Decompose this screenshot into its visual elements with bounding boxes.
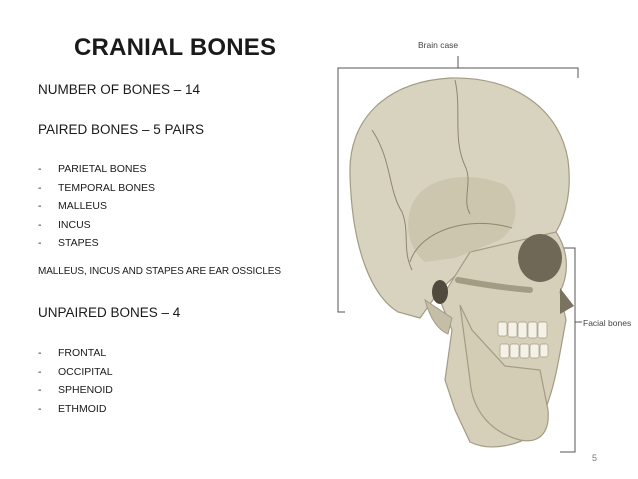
list-item-label: SPHENOID [58,384,113,397]
list-item-label: FRONTAL [58,347,107,360]
list-item: - STAPES [38,234,155,253]
bullet-dash: - [38,163,42,176]
brain-case-bracket [337,56,579,313]
list-item: - PARIETAL BONES [38,160,155,179]
list-item: - FRONTAL [38,344,113,363]
bullet-dash: - [38,181,42,194]
slide-title: CRANIAL BONES [74,34,277,61]
unpaired-bones-heading: UNPAIRED BONES – 4 [38,305,181,320]
coronal-suture [454,79,471,215]
bullet-dash: - [38,384,42,397]
list-item: - OCCIPITAL [38,363,113,382]
zygomatic-arch [455,277,533,293]
bullet-dash: - [38,237,42,250]
unpaired-bones-list: - FRONTAL - OCCIPITAL - SPHENOID - ETHMOID [38,344,113,418]
skull-illustration [337,56,582,453]
list-item: - SPHENOID [38,381,113,400]
mandible [459,304,549,442]
list-item-label: MALLEUS [58,200,108,213]
ossicles-note: MALLEUS, INCUS AND STAPES ARE EAR OSSICL… [38,266,281,277]
page-number: 5 [592,453,598,463]
list-item-label: PARIETAL BONES [58,163,147,176]
squamous-suture [409,222,513,263]
facial-bones-label: Facial bones [583,318,632,328]
brain-case-label: Brain case [418,40,459,50]
bullet-dash: - [38,347,42,360]
eye-orbit [518,234,562,282]
lambdoid-suture [371,129,413,271]
list-item-label: STAPES [58,237,99,250]
bullet-dash: - [38,200,42,213]
bullet-dash: - [38,365,42,378]
list-item-label: OCCIPITAL [58,365,113,378]
teeth [497,321,549,359]
bullet-dash: - [38,402,42,415]
nasal-cavity [560,288,574,314]
list-item: - INCUS [38,216,155,235]
paired-bones-heading: PAIRED BONES – 5 PAIRS [38,122,205,137]
number-of-bones: NUMBER OF BONES – 14 [38,82,201,97]
list-item: - MALLEUS [38,197,155,216]
bullet-dash: - [38,218,42,231]
mastoid-process [424,298,453,335]
ear-opening [432,280,448,304]
list-item-label: TEMPORAL BONES [58,181,156,194]
list-item: - ETHMOID [38,400,113,419]
list-item-label: INCUS [58,218,91,231]
facial-bones-bracket [560,247,582,453]
list-item-label: ETHMOID [58,402,107,415]
paired-bones-list: - PARIETAL BONES - TEMPORAL BONES - MALLEUS… [38,160,155,253]
temporal-fossa-shading [408,177,516,262]
list-item: - TEMPORAL BONES [38,179,155,198]
